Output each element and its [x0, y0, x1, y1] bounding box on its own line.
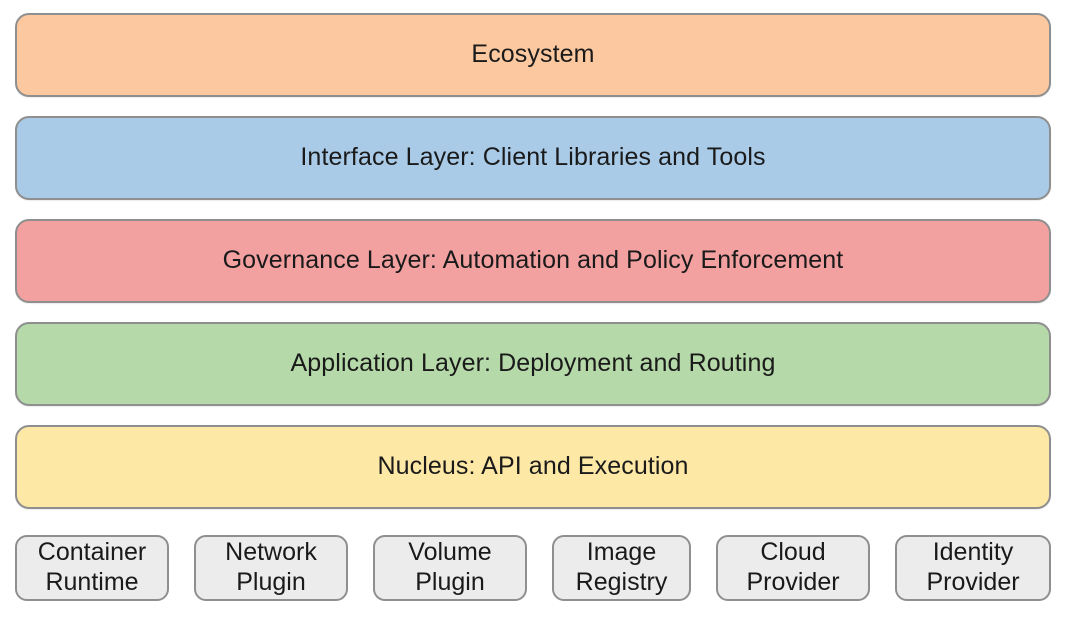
layer-application-label: Application Layer: Deployment and Routin…: [290, 348, 776, 377]
layer-ecosystem: Ecosystem: [15, 13, 1051, 97]
plugin-identity-provider-label: Identity Provider: [926, 538, 1020, 596]
plugin-cloud-provider-label: Cloud Provider: [746, 538, 840, 596]
layer-nucleus-label: Nucleus: API and Execution: [377, 451, 689, 480]
layer-application: Application Layer: Deployment and Routin…: [15, 322, 1051, 406]
plugin-cloud-provider: Cloud Provider: [716, 535, 870, 601]
plugin-image-registry: Image Registry: [552, 535, 691, 601]
layer-interface: Interface Layer: Client Libraries and To…: [15, 116, 1051, 200]
plugin-network-label: Network Plugin: [225, 538, 317, 596]
layer-ecosystem-label: Ecosystem: [471, 39, 595, 68]
plugin-volume: Volume Plugin: [373, 535, 527, 601]
layer-nucleus: Nucleus: API and Execution: [15, 425, 1051, 509]
plugin-identity-provider: Identity Provider: [895, 535, 1051, 601]
plugin-image-registry-label: Image Registry: [575, 538, 668, 596]
layer-governance-label: Governance Layer: Automation and Policy …: [222, 245, 844, 274]
plugin-network: Network Plugin: [194, 535, 348, 601]
plugin-container-runtime: Container Runtime: [15, 535, 169, 601]
plugin-volume-label: Volume Plugin: [408, 538, 492, 596]
plugin-container-runtime-label: Container Runtime: [37, 538, 147, 596]
layer-governance: Governance Layer: Automation and Policy …: [15, 219, 1051, 303]
layer-interface-label: Interface Layer: Client Libraries and To…: [300, 142, 766, 171]
